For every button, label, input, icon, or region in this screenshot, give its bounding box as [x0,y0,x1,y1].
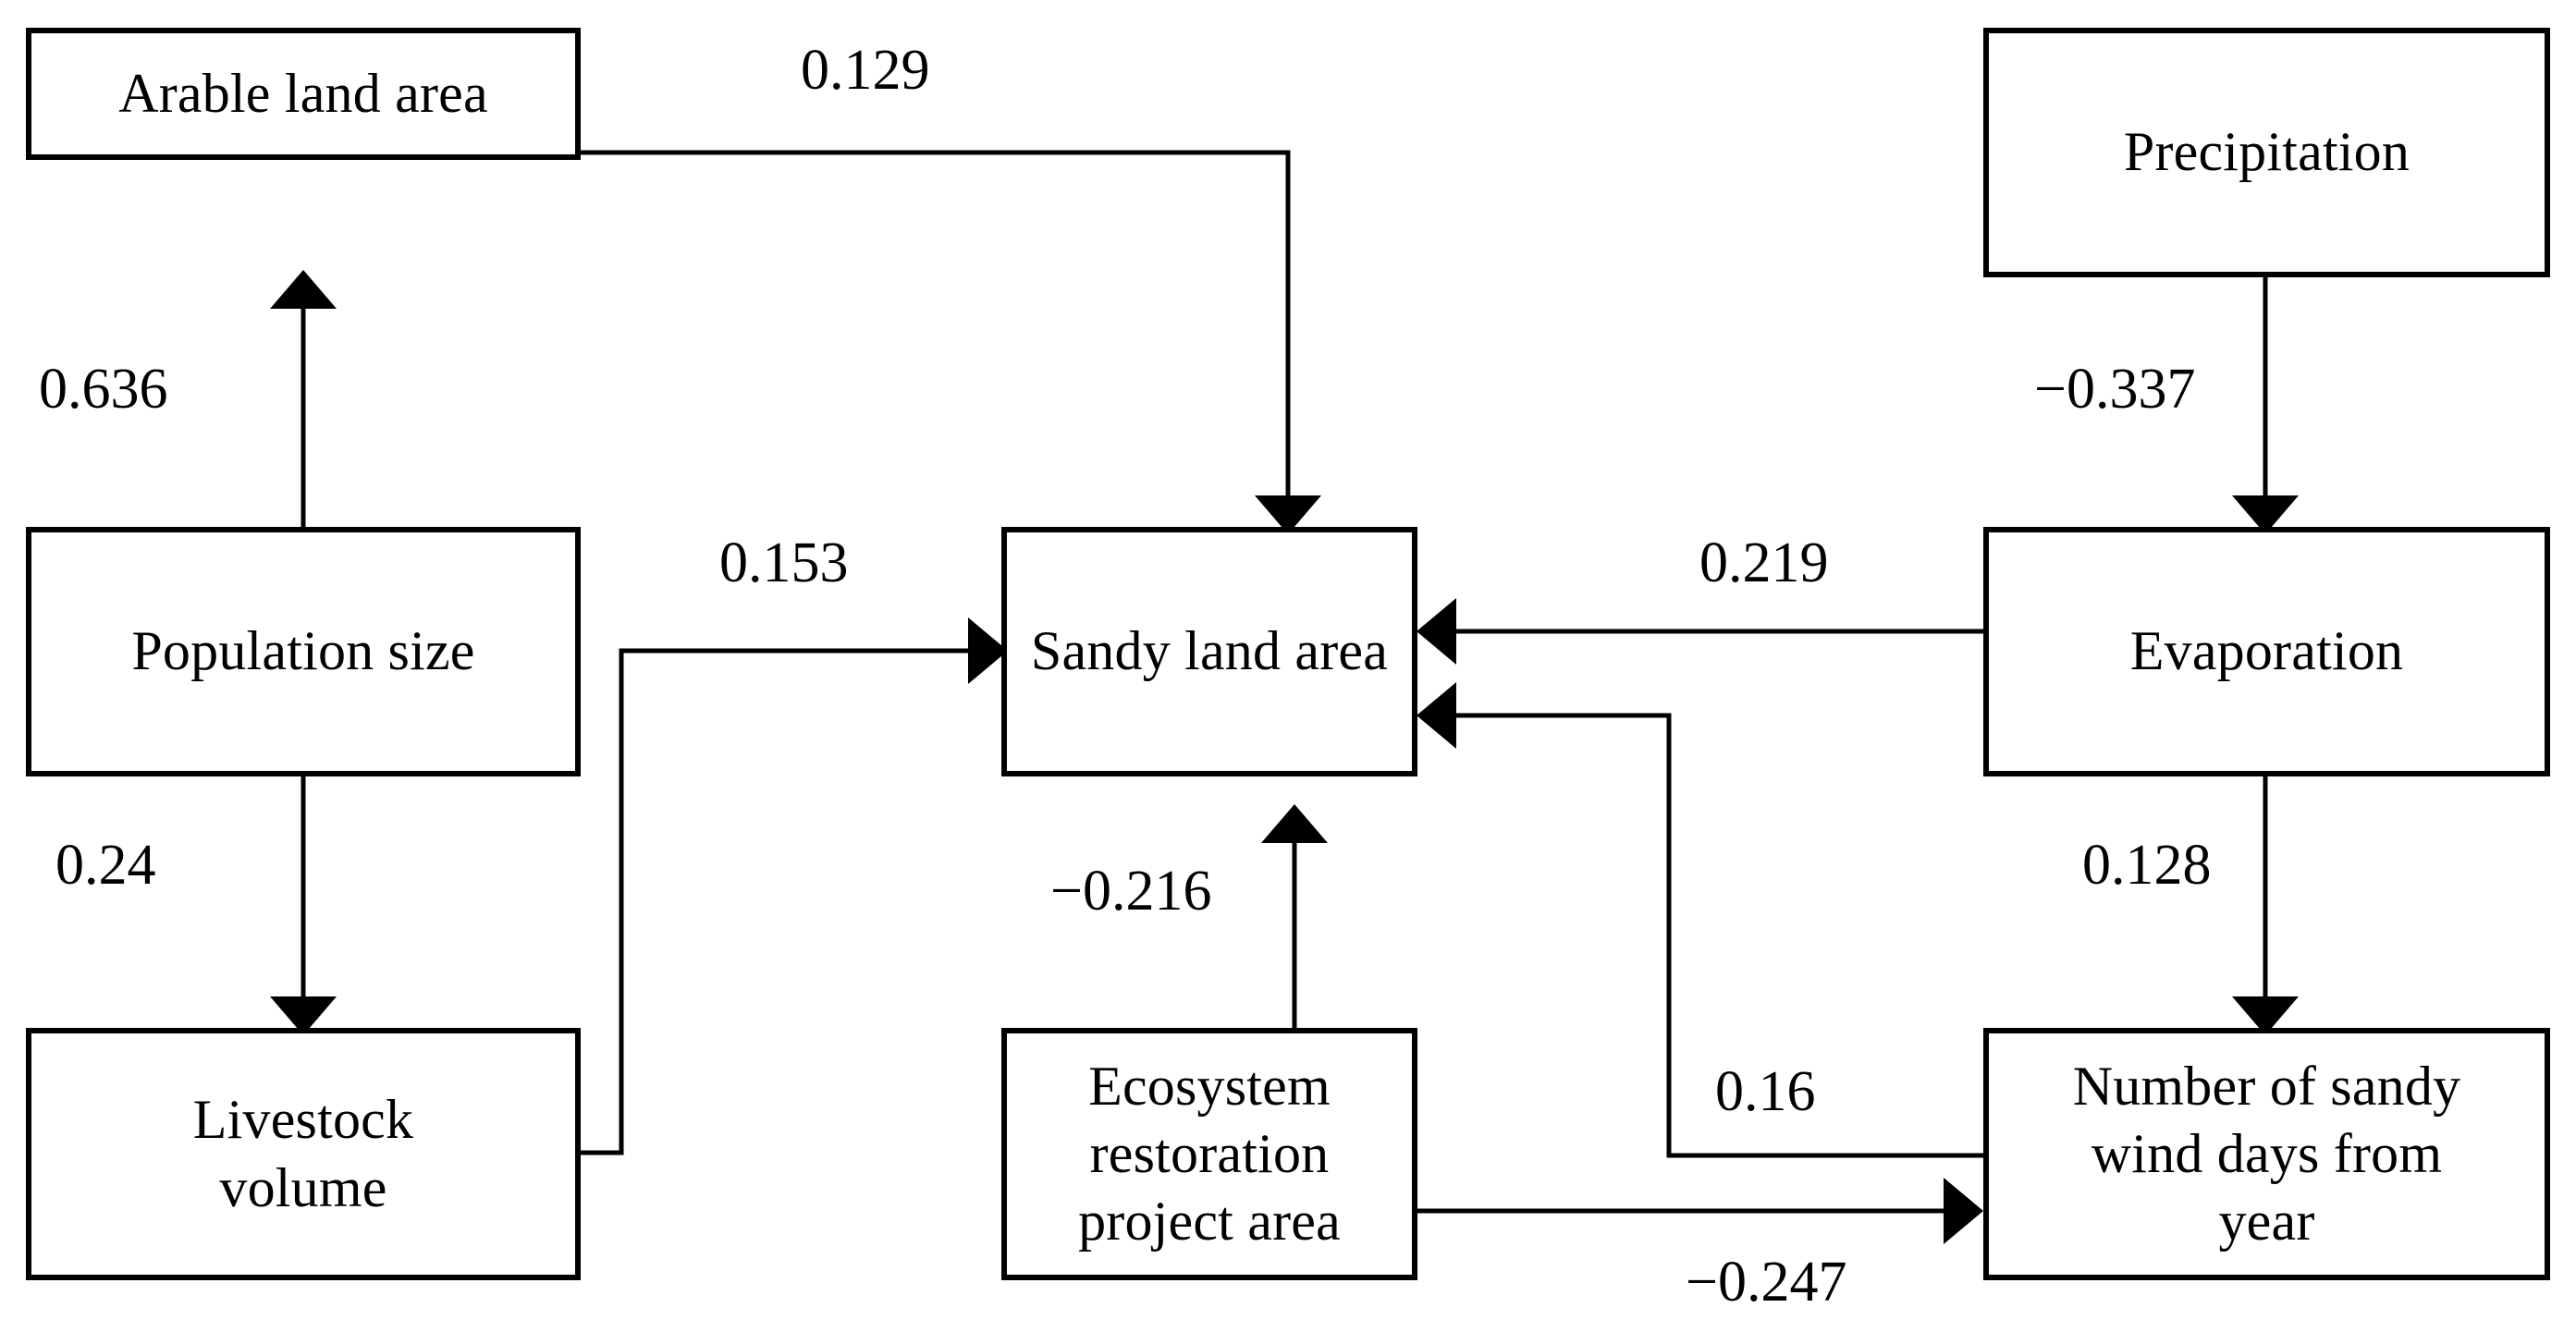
node-label-arable-land-area: Arable land area [118,62,488,124]
node-evaporation[interactable]: Evaporation [1983,527,2550,776]
node-label-ecosystem-restoration-project-area: Ecosystem restoration project area [1078,1055,1341,1253]
node-label-population-size: Population size [131,620,475,682]
edge-arable-to-sandy [575,150,1321,534]
edge-population-to-livestock [270,776,337,1035]
node-label-evaporation: Evaporation [2129,620,2404,682]
edge-label-population-to-arable: 0.636 [39,358,168,421]
edge-label-livestock-to-sandy: 0.153 [719,532,849,594]
edge-ecosystem-to-sandy [1261,804,1328,1028]
edge-label-arable-to-sandy: 0.129 [801,39,930,102]
edge-livestock-to-sandy [581,617,1008,1155]
edge-label-ecosystem-to-sandy: −0.216 [1050,860,1212,923]
node-label-sandy-land-area: Sandy land area [1030,620,1389,682]
edge-label-ecosystem-to-winddays: −0.247 [1686,1251,1847,1314]
node-sandy-land-area[interactable]: Sandy land area [1001,527,1417,776]
edge-ecosystem-to-winddays [1415,1178,1983,1244]
node-livestock-volume[interactable]: Livestock volume [26,1028,581,1280]
edge-population-to-arable [270,270,337,527]
edge-label-population-to-livestock: 0.24 [55,834,156,897]
node-sandy-wind-days[interactable]: Number of sandy wind days from year [1983,1028,2550,1280]
edge-evaporation-to-sandy [1417,598,1983,665]
node-label-precipitation: Precipitation [2123,121,2410,183]
node-label-livestock-volume: Livestock volume [192,1089,414,1218]
node-precipitation[interactable]: Precipitation [1983,28,2550,277]
node-population-size[interactable]: Population size [26,527,581,776]
edge-label-winddays-to-sandy: 0.16 [1715,1060,1816,1123]
edge-label-precipitation-to-evaporation: −0.337 [2034,358,2196,421]
edge-evaporation-to-winddays [2232,776,2299,1035]
edge-label-evaporation-to-sandy: 0.219 [1699,532,1829,594]
edge-label-evaporation-to-winddays: 0.128 [2082,834,2212,897]
node-arable-land-area[interactable]: Arable land area [26,28,581,160]
edge-winddays-to-sandy [1417,682,1983,1158]
node-label-sandy-wind-days: Number of sandy wind days from year [2072,1055,2461,1253]
edge-precipitation-to-evaporation [2232,277,2299,534]
node-ecosystem-restoration-project-area[interactable]: Ecosystem restoration project area [1001,1028,1417,1280]
